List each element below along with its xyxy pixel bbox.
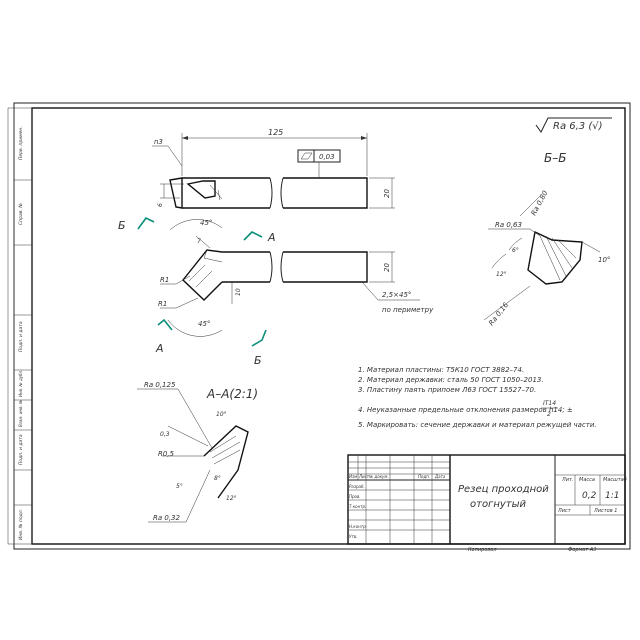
roughness-general-text: Ra 6,3 (√) [553, 121, 603, 132]
tb-copied: Копировал [468, 547, 497, 553]
note-2: 2. Материал державки: сталь 50 ГОСТ 1050… [358, 376, 544, 384]
note-3: 3. Пластину паять припоем Л63 ГОСТ 15527… [358, 386, 536, 394]
dim-h20-top: 20 [383, 189, 391, 198]
tb-scale-hdr: Масштаб [603, 477, 627, 483]
tb-hdr-4: Дата [434, 474, 446, 479]
bb-ang10: 10° [598, 256, 610, 264]
tb-hdr-0: Изм [349, 474, 357, 479]
dim-perimeter: по периметру [382, 306, 434, 314]
section-bb: Б–Б Ra 0,63 Ra 0,80 6° 12° 10° Ra 0,16 [483, 151, 610, 328]
tb-sheets: Листов 1 [593, 508, 617, 514]
note-1: 1. Материал пластины: Т5К10 ГОСТ 3882–74… [358, 366, 524, 374]
marker-a-right: А [267, 231, 276, 244]
side-stamp-6: Инв. № подл. [18, 509, 24, 540]
tolerance-den: 2 [547, 411, 551, 418]
aa-ang5: 5° [176, 483, 183, 490]
dim-n3: n3 [154, 138, 163, 146]
tb-row-5: Утв. [349, 534, 357, 539]
plan-view: 20 45° 7 10 R1 R1 45° 2,5×45° по перимет… [158, 219, 434, 337]
tb-hdr-1: Лист [358, 474, 370, 479]
bb-ra016: Ra 0,16 [487, 301, 510, 328]
aa-ang12: 12° [226, 495, 237, 502]
side-stamp-3: Инв. № дубл. [18, 370, 23, 397]
side-stamp: Перв. примен. Справ. № Подп. и дата Инв.… [7, 107, 33, 545]
section-bb-title: Б–Б [544, 151, 566, 165]
dim-6: 6 [157, 203, 164, 207]
dim-chamfer: 2,5×45° [382, 291, 411, 299]
section-aa-title: А–А(2:1) [206, 387, 258, 401]
side-stamp-4: Взам. инв. № [18, 400, 23, 427]
marker-b-bottom: Б [254, 354, 262, 367]
marker-b-left: Б [118, 219, 126, 232]
tb-row-1: Пров. [349, 494, 361, 499]
tb-scale: 1:1 [605, 491, 619, 501]
side-stamp-5: Подп. и дата [18, 434, 24, 465]
tb-row-4: Н.контр. [349, 524, 367, 529]
note-5: 5. Маркировать: сечение державки и матер… [358, 421, 597, 429]
dim-125: 125 [268, 128, 283, 137]
tb-name-2: отогнутый [470, 499, 526, 510]
section-markers: Б А А Б [118, 216, 276, 367]
tb-lit: Лит. [561, 477, 574, 483]
tb-hdr-3: Подп. [418, 474, 430, 479]
aa-ra032: Ra 0,32 [153, 514, 181, 522]
aa-ang8: 8° [214, 475, 221, 482]
bb-ang6: 6° [512, 247, 519, 254]
tb-mass-hdr: Масса [579, 477, 595, 483]
dim-10: 10 [235, 288, 242, 296]
tb-row-0: Разраб. [349, 484, 365, 489]
aa-d03: 0,3 [160, 431, 170, 438]
inner-frame [31, 107, 626, 545]
outer-frame [13, 102, 631, 550]
tb-format: Формат А3 [568, 547, 596, 553]
dim-r1-b: R1 [158, 300, 167, 308]
tb-sheet: Лист [557, 508, 572, 514]
bb-ra080: Ra 0,80 [530, 189, 550, 217]
aa-ra0125: Ra 0,125 [144, 381, 176, 389]
aa-ang10: 10° [216, 411, 227, 418]
title-block: Лит. Масса Масштаб 0,2 1:1 Лист Листов 1… [347, 454, 627, 553]
top-view: 125 n3 0,03 20 6 [152, 128, 395, 209]
tolerance-num: IT14 [543, 400, 556, 407]
section-aa: А–А(2:1) Ra 0,125 10° 0,3 R0,5 5° 8° 12°… [137, 381, 258, 523]
tb-mass: 0,2 [582, 491, 597, 501]
tb-row-2: Т.контр. [349, 504, 366, 509]
bb-ang12: 12° [496, 271, 507, 278]
dim-h20-bot: 20 [383, 263, 391, 272]
flatness-value: 0,03 [319, 153, 335, 161]
marker-a-left: А [155, 342, 164, 355]
dim-7: 7 [197, 238, 201, 245]
general-roughness: Ra 6,3 (√) [535, 117, 612, 133]
side-stamp-1: Справ. № [18, 203, 24, 225]
dim-r1-a: R1 [160, 276, 169, 284]
technical-notes: 1. Материал пластины: Т5К10 ГОСТ 3882–74… [358, 366, 597, 429]
tb-name-1: Резец проходной [458, 484, 549, 495]
tb-hdr-2: № докум. [368, 474, 389, 479]
dim-45-bot: 45° [198, 320, 210, 328]
note-4: 4. Неуказанные предельные отклонения раз… [358, 406, 573, 414]
side-stamp-2: Подп. и дата [18, 321, 24, 352]
aa-r05: R0,5 [158, 450, 175, 458]
bb-ra063: Ra 0,63 [495, 221, 522, 229]
dim-45-top: 45° [200, 219, 212, 227]
side-stamp-0: Перв. примен. [18, 126, 24, 160]
